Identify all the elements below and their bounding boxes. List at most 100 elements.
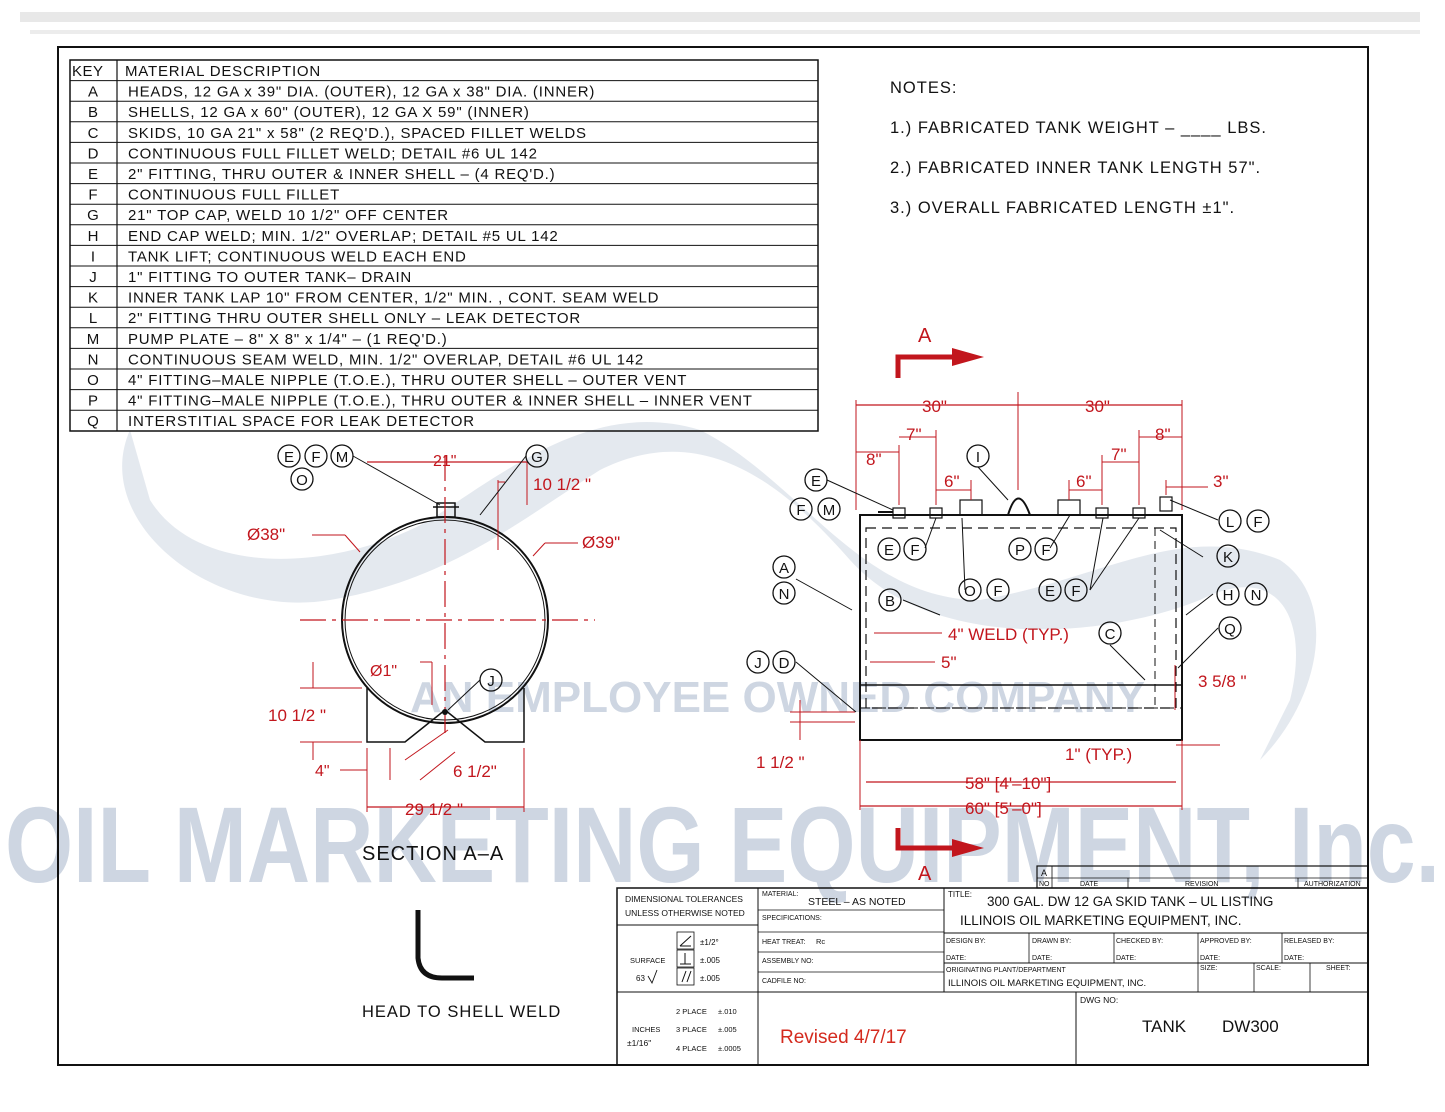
leader bbox=[1049, 514, 1071, 549]
dim-skid-notch: 6 1/2" bbox=[453, 762, 497, 781]
leader bbox=[795, 578, 853, 611]
key-letter: P bbox=[88, 393, 98, 410]
key-letter: K bbox=[88, 290, 98, 307]
outer-shell bbox=[859, 514, 1183, 741]
dim-drain: Ø1" bbox=[370, 663, 397, 680]
balloon bbox=[958, 578, 982, 602]
leader bbox=[1109, 644, 1146, 681]
fitting-e bbox=[892, 507, 906, 519]
key-description: SHELLS, 12 GA x 60" (OUTER), 12 GA X 59"… bbox=[128, 104, 530, 121]
balloon bbox=[772, 650, 796, 674]
leader bbox=[924, 517, 937, 549]
balloon-label: K bbox=[1223, 549, 1233, 566]
key-letter: J bbox=[89, 269, 97, 286]
key-letter: D bbox=[88, 145, 99, 162]
balloon-label: N bbox=[1251, 587, 1262, 604]
leader bbox=[795, 661, 857, 713]
balloon bbox=[772, 555, 796, 579]
key-description: TANK LIFT; CONTINUOUS WELD EACH END bbox=[128, 248, 467, 265]
tol-line1: DIMENSIONAL TOLERANCES bbox=[625, 894, 743, 904]
leader bbox=[352, 455, 441, 506]
tol-2place: 2 PLACE bbox=[676, 1007, 707, 1016]
balloon-label: F bbox=[1041, 542, 1050, 559]
heat-treat-label: HEAT TREAT: bbox=[762, 939, 805, 946]
balloon bbox=[1216, 582, 1240, 606]
watermark-swash bbox=[122, 422, 1317, 760]
dim-d-outer: Ø39" bbox=[582, 533, 620, 552]
dim-half-right: 30" bbox=[1085, 397, 1110, 416]
balloon-label: E bbox=[811, 473, 821, 490]
balloon-label: E bbox=[284, 449, 294, 466]
cadfile-label: CADFILE NO: bbox=[762, 978, 806, 985]
leader bbox=[1089, 517, 1140, 591]
fitting-o bbox=[959, 499, 983, 516]
size-label: SIZE: bbox=[1200, 965, 1218, 972]
fitting-l bbox=[1159, 496, 1173, 512]
dim-skid-width: 29 1/2 " bbox=[405, 800, 463, 819]
date-label: DATE: bbox=[1032, 955, 1052, 962]
angularity-icon bbox=[679, 935, 692, 947]
key-letter: B bbox=[88, 104, 98, 121]
balloon-label: L bbox=[1226, 514, 1234, 531]
key-description: PUMP PLATE – 8" X 8" x 1/4" – (1 REQ'D.) bbox=[128, 331, 448, 348]
balloon bbox=[1244, 582, 1268, 606]
dim-6-right: 6" bbox=[1076, 472, 1092, 491]
balloon-e bbox=[277, 444, 301, 468]
tol-angle: ±1/2° bbox=[700, 938, 719, 947]
key-description: SKIDS, 10 GA 21" x 58" (2 REQ'D.), SPACE… bbox=[128, 125, 587, 142]
balloon bbox=[878, 588, 902, 612]
tol-symbol-box bbox=[676, 967, 695, 986]
weld-detail: HEAD TO SHELL WELD bbox=[362, 910, 560, 1021]
notes-heading: NOTES: bbox=[890, 79, 957, 97]
revised-note: Revised 4/7/17 bbox=[780, 1027, 907, 1048]
balloon-label: F bbox=[1253, 514, 1262, 531]
key-letter: N bbox=[88, 351, 99, 368]
tol-perp: ±.005 bbox=[700, 956, 721, 965]
key-letter: C bbox=[88, 125, 99, 142]
assembly-label: ASSEMBLY NO: bbox=[762, 958, 814, 965]
balloon bbox=[1218, 509, 1242, 533]
leader bbox=[1185, 593, 1214, 616]
key-letter: L bbox=[89, 310, 97, 327]
balloon-label: G bbox=[531, 449, 543, 466]
key-description: INNER TANK LAP 10" FROM CENTER, 1/2" MIN… bbox=[128, 290, 659, 307]
material-label: MATERIAL: bbox=[762, 891, 798, 898]
title-frame bbox=[616, 887, 1369, 1066]
key-description: 4" FITTING–MALE NIPPLE (T.O.E.), THRU OU… bbox=[128, 393, 753, 410]
scan-noise-band bbox=[20, 12, 1420, 22]
parallelism-icon bbox=[681, 970, 692, 983]
side-leaders bbox=[795, 466, 1219, 713]
released-by-label: RELEASED BY: bbox=[1284, 938, 1334, 945]
key-description: END CAP WELD; MIN. 1/2" OVERLAP; DETAIL … bbox=[128, 228, 559, 245]
rev-no-header: NO bbox=[1039, 881, 1050, 888]
key-description: INTERSTITIAL SPACE FOR LEAK DETECTOR bbox=[128, 413, 475, 430]
balloon bbox=[877, 537, 901, 561]
balloon bbox=[1038, 578, 1062, 602]
note-item: 1.) FABRICATED TANK WEIGHT – ____ LBS. bbox=[890, 119, 1267, 137]
key-description: 2" FITTING, THRU OUTER & INNER SHELL – (… bbox=[128, 166, 555, 183]
balloon bbox=[1064, 578, 1088, 602]
tank-lift bbox=[1007, 497, 1031, 516]
balloon bbox=[1098, 621, 1122, 645]
dim-6-left: 6" bbox=[944, 472, 960, 491]
key-description: CONTINUOUS FULL FILLET bbox=[128, 187, 340, 204]
dwg-number: DW300 bbox=[1222, 1017, 1279, 1036]
fitting-e bbox=[1132, 507, 1146, 519]
dim-5: 5" bbox=[941, 653, 957, 672]
balloon-label: Q bbox=[1224, 621, 1236, 638]
balloon-label: A bbox=[779, 560, 789, 577]
surface-finish-icon bbox=[647, 969, 658, 985]
drawing-title-line2: ILLINOIS OIL MARKETING EQUIPMENT, INC. bbox=[960, 913, 1242, 928]
dim-top-cap: 21" bbox=[433, 453, 456, 470]
title-label: TITLE: bbox=[948, 890, 972, 899]
balloon-label: J bbox=[487, 673, 495, 690]
date-label: DATE: bbox=[1200, 955, 1220, 962]
balloon bbox=[1216, 544, 1240, 568]
balloon-label: J bbox=[754, 655, 762, 672]
tol-symbol-box bbox=[676, 931, 695, 950]
balloon-label: C bbox=[1105, 626, 1116, 643]
dim-skid-foot: 4" bbox=[315, 763, 330, 780]
plant-value: ILLINOIS OIL MARKETING EQUIPMENT, INC. bbox=[948, 978, 1146, 989]
